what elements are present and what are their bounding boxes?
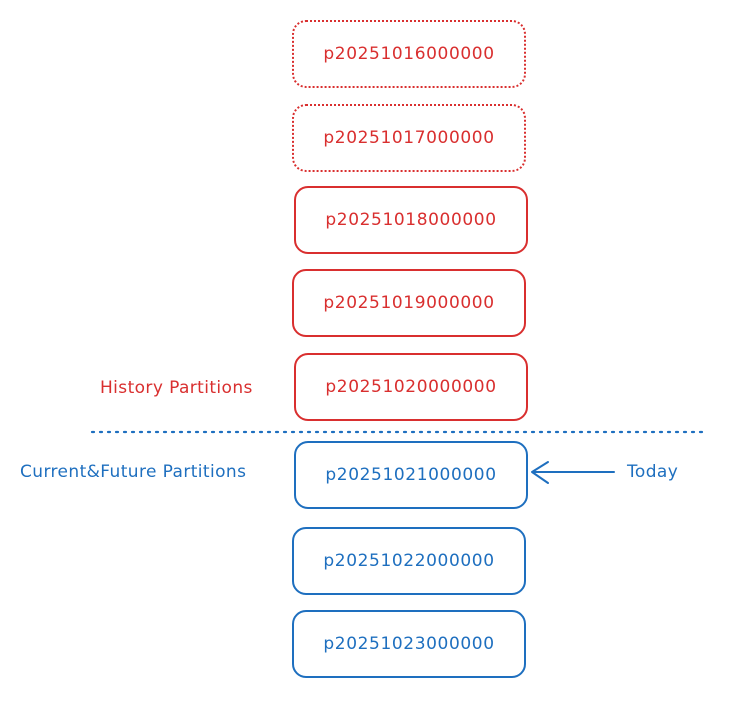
partition-box-future: p20251022000000 — [292, 527, 526, 595]
partition-box-history: p20251019000000 — [292, 269, 526, 337]
arrow-left-icon — [531, 461, 615, 484]
partition-name: p20251016000000 — [323, 44, 495, 64]
partition-name: p20251018000000 — [325, 210, 497, 230]
current-future-partitions-label: Current&Future Partitions — [20, 462, 247, 482]
partition-name: p20251023000000 — [323, 634, 495, 654]
partition-box-dropped: p20251016000000 — [292, 20, 526, 88]
partition-name: p20251019000000 — [323, 293, 495, 313]
partition-box-current: p20251021000000 — [294, 441, 528, 509]
partition-box-history: p20251018000000 — [294, 186, 528, 254]
today-label: Today — [627, 462, 679, 482]
partition-box-future: p20251023000000 — [292, 610, 526, 678]
history-partitions-label: History Partitions — [100, 378, 253, 398]
partition-box-history: p20251020000000 — [294, 353, 528, 421]
partition-name: p20251017000000 — [323, 128, 495, 148]
partition-name: p20251021000000 — [325, 465, 497, 485]
partition-box-dropped: p20251017000000 — [292, 104, 526, 172]
partition-name: p20251022000000 — [323, 551, 495, 571]
partition-name: p20251020000000 — [325, 377, 497, 397]
